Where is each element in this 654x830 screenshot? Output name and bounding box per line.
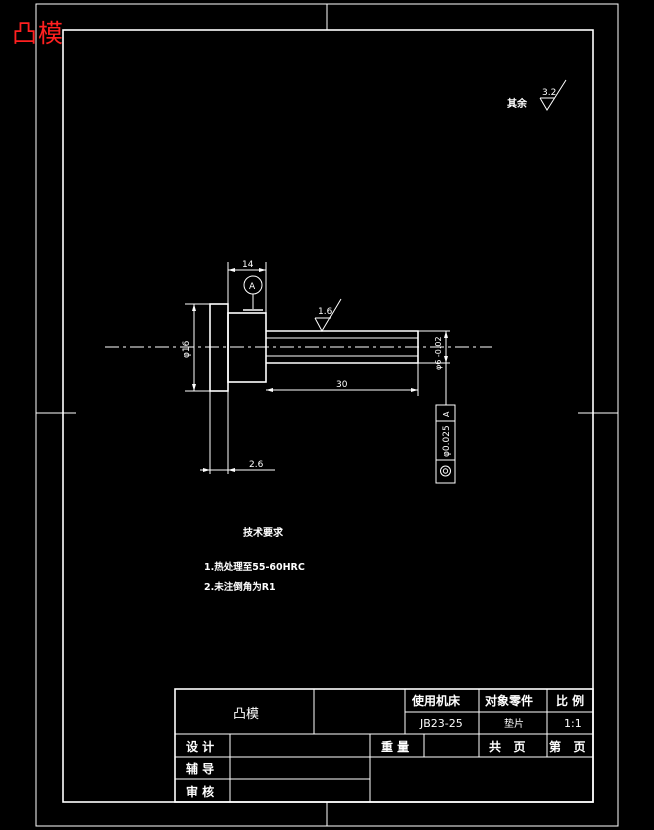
dim-head-diameter-value: φ16 <box>182 340 192 358</box>
dim-flange-width-value: 14 <box>242 260 254 270</box>
datum-a-symbol <box>243 275 263 311</box>
tolerance-datum: A <box>442 411 451 417</box>
machine-value: JB23-25 <box>419 717 463 730</box>
total-pages-label: 共 页 <box>489 739 526 754</box>
concentricity-icon <box>440 465 451 477</box>
roughness-surface-symbol <box>314 298 342 333</box>
datum-a-label: A <box>249 282 256 292</box>
scale-header: 比 例 <box>556 693 584 708</box>
dim-shaft-length <box>266 363 419 396</box>
title-block <box>174 688 594 803</box>
page-label: 第 页 <box>549 739 586 754</box>
part-name: 凸模 <box>233 707 259 722</box>
review-label: 审 核 <box>186 784 214 799</box>
weight-label: 重 量 <box>381 739 409 754</box>
dim-flange-thickness <box>200 382 275 474</box>
dim-flange-width <box>227 262 267 313</box>
stamp-part-name: 凸模 <box>12 19 65 48</box>
shaft <box>266 330 419 364</box>
machine-header: 使用机床 <box>411 693 461 708</box>
tech-requirement-item: 1.热处理至55-60HRC <box>204 561 305 573</box>
collar <box>227 312 267 383</box>
roughness-general-label: 其余 <box>507 97 528 110</box>
dim-shaft-length-value: 30 <box>336 380 348 390</box>
dim-shaft-diameter-value: φ6 -0.02 <box>434 336 443 370</box>
tech-requirements-title: 技术要求 <box>243 526 284 539</box>
tolerance-frame <box>435 404 456 484</box>
dim-flange-thickness-value: 2.6 <box>249 460 264 470</box>
object-header: 对象零件 <box>485 693 533 708</box>
object-value: 垫片 <box>504 717 524 730</box>
tolerance-value: φ0.025 <box>442 425 452 457</box>
dim-head-diameter <box>185 303 210 392</box>
roughness-general-symbol <box>539 79 567 111</box>
dim-shaft-diameter <box>418 330 450 405</box>
inner-frame <box>62 29 594 803</box>
roughness-surface-value: 1.6 <box>318 307 333 317</box>
design-label: 设 计 <box>186 739 214 754</box>
roughness-general-value: 3.2 <box>542 88 556 98</box>
punch-part-outline <box>209 303 419 392</box>
assist-label: 辅 导 <box>186 761 214 776</box>
tech-requirement-item: 2.未注倒角为R1 <box>204 581 276 593</box>
scale-value: 1:1 <box>564 717 582 730</box>
